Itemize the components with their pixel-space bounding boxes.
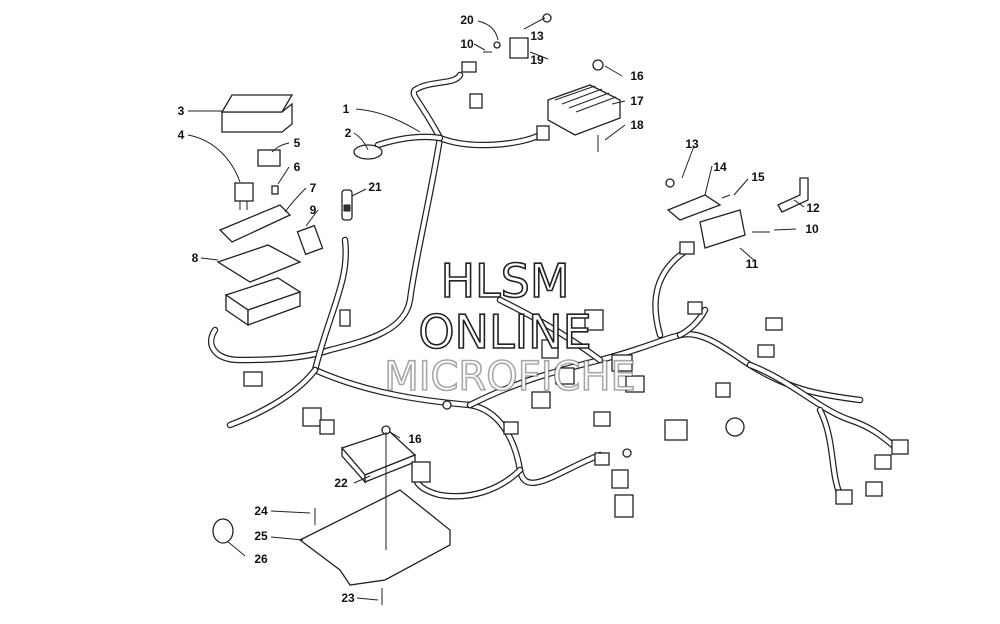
bracket-19 [509,37,529,59]
callout-25: 25 [254,529,268,543]
cable-tie-ring [212,518,234,544]
callout-11: 11 [746,257,759,271]
voltage-regulator [547,84,621,136]
fuse [271,185,279,195]
mini-relay [257,149,281,167]
plug-connectors [243,61,909,518]
ecu [340,431,417,484]
diode-connector [296,224,324,256]
callout-12: 12 [806,201,820,215]
callout-14: 14 [713,160,727,174]
hardware [314,13,770,605]
callout-1: 1 [343,102,350,116]
callout-16-mid: 16 [408,432,422,446]
harness-connector-2 [353,144,383,160]
callout-21: 21 [368,180,382,194]
fuse-box [224,277,302,327]
watermark-line-2: ONLINE [418,305,591,359]
callout-leaders [187,17,805,601]
callout-2: 2 [345,126,352,140]
callout-3: 3 [178,104,185,118]
oxygen-sensor [341,189,353,221]
callout-6: 6 [294,160,301,174]
callout-18: 18 [630,118,644,132]
fuse-box-gasket [216,244,302,283]
relay [234,182,254,210]
watermark-line-1: HLSM [440,254,569,308]
callout-10-right: 10 [805,222,819,236]
ignition-coil [699,209,746,249]
callout-numbers: 1 2 3 4 5 6 7 8 9 10 10 11 12 13 13 14 1… [178,13,820,605]
fuse-panel-label [218,204,292,243]
callout-24: 24 [254,504,268,518]
callout-16-top: 16 [630,69,644,83]
callout-19: 19 [530,53,544,67]
callout-15: 15 [751,170,765,184]
watermark-line-3: MICROFICHE [384,354,636,400]
callout-10-top: 10 [460,37,474,51]
main-wiring-harness [207,71,904,500]
spark-plug-boot [777,177,809,213]
fuse-box-cover [220,94,294,133]
watermark: HLSM ONLINE MICROFICHE [383,253,636,401]
callout-26: 26 [254,552,268,566]
callout-5: 5 [294,136,301,150]
callout-8: 8 [192,251,199,265]
callout-13-top: 13 [530,29,544,43]
callout-20: 20 [460,13,474,27]
callout-4: 4 [178,128,185,142]
callout-17: 17 [630,94,644,108]
callout-23: 23 [341,591,355,605]
coil-bracket [666,194,722,221]
callout-9: 9 [310,203,317,217]
callout-13-right: 13 [685,137,699,151]
ecu-mounting-plate [298,489,451,586]
callout-22: 22 [334,476,348,490]
callout-7: 7 [310,181,317,195]
